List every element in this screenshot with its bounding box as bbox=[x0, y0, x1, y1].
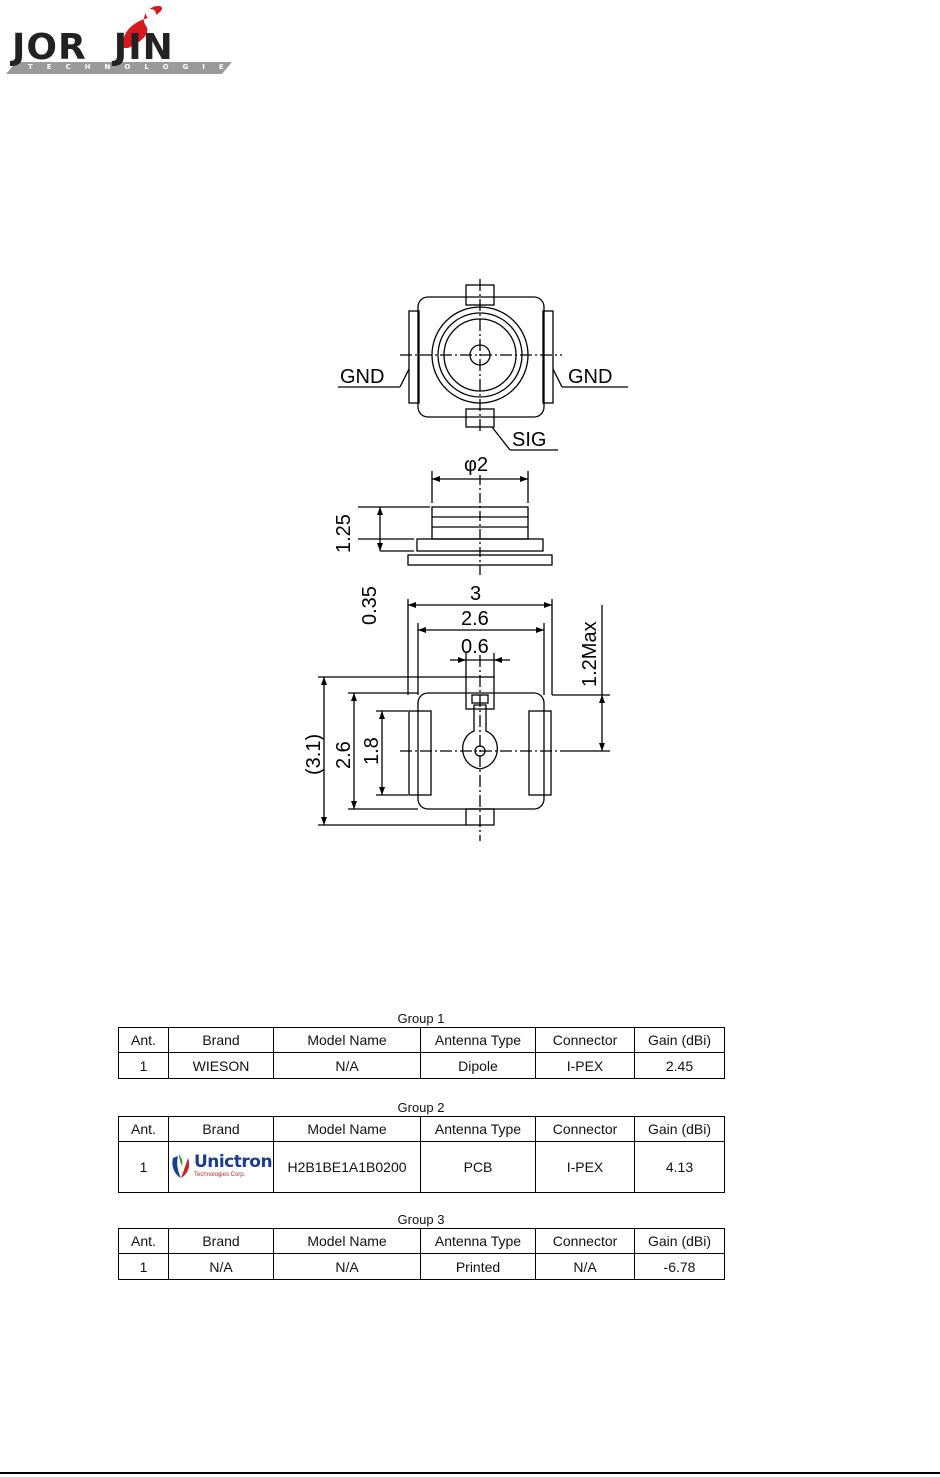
label-depth-outer: (3.1) bbox=[303, 734, 325, 775]
unictron-leaf-icon bbox=[172, 1153, 190, 1178]
header-brand: Brand bbox=[168, 1228, 274, 1254]
label-width-outer: 3 bbox=[470, 583, 481, 605]
label-sig: SIG bbox=[512, 429, 546, 451]
header-model-name: Model Name bbox=[273, 1116, 421, 1142]
gnd-pad-right bbox=[542, 310, 554, 404]
header-model-name: Model Name bbox=[273, 1027, 421, 1053]
cell-gain: 2.45 bbox=[634, 1052, 725, 1079]
cell-antenna-type: PCB bbox=[420, 1141, 536, 1193]
unictron-subtitle: Technologies Corp. bbox=[193, 1171, 246, 1178]
header-antenna-type: Antenna Type bbox=[420, 1027, 536, 1053]
logo-wordmark: JOR JIN bbox=[12, 30, 174, 66]
label-height-base: 0.35 bbox=[359, 586, 381, 625]
top-view-body bbox=[417, 296, 545, 418]
bottom-gnd-pad-right bbox=[528, 710, 552, 796]
antenna-table: Ant. Brand Model Name Antenna Type Conne… bbox=[118, 1027, 725, 1079]
cell-model-name: N/A bbox=[273, 1052, 421, 1079]
cell-brand: Unictron Technologies Corp. bbox=[168, 1141, 274, 1193]
label-gnd-right: GND bbox=[568, 366, 612, 388]
logo-swirl-icon bbox=[123, 6, 163, 48]
antenna-group-2: Group 2 Ant. Brand Model Name Antenna Ty… bbox=[118, 1099, 725, 1193]
label-gnd-left: GND bbox=[340, 366, 384, 388]
antenna-table: Ant. Brand Model Name Antenna Type Conne… bbox=[118, 1116, 725, 1193]
bottom-gnd-pad-left bbox=[408, 710, 432, 796]
gnd-pad-left bbox=[408, 310, 420, 404]
header-model-name: Model Name bbox=[273, 1228, 421, 1254]
table-row: 1 N/A N/A Printed N/A -6.78 bbox=[118, 1253, 725, 1280]
header-antenna-type: Antenna Type bbox=[420, 1116, 536, 1142]
connector-dimension-drawing: GND GND SIG φ2 3 2.6 0.6 1.25 0.35 1.2Ma… bbox=[303, 279, 628, 841]
antenna-group-1: Group 1 Ant. Brand Model Name Antenna Ty… bbox=[118, 1010, 725, 1079]
label-width-inner: 2.6 bbox=[461, 608, 489, 630]
cell-connector: I-PEX bbox=[535, 1052, 635, 1079]
logo-subtitle: TECHNOLOGIES bbox=[28, 63, 257, 71]
header-ant: Ant. bbox=[118, 1027, 169, 1053]
cell-connector: I-PEX bbox=[535, 1141, 635, 1193]
antenna-group-3: Group 3 Ant. Brand Model Name Antenna Ty… bbox=[118, 1211, 725, 1280]
header-connector: Connector bbox=[535, 1116, 635, 1142]
table-header-row: Ant. Brand Model Name Antenna Type Conne… bbox=[118, 1116, 725, 1142]
header-ant: Ant. bbox=[118, 1228, 169, 1254]
cell-ant: 1 bbox=[118, 1052, 169, 1079]
header-gain: Gain (dBi) bbox=[634, 1027, 725, 1053]
group-title: Group 1 bbox=[397, 1011, 445, 1026]
header-gain: Gain (dBi) bbox=[634, 1116, 725, 1142]
label-height-body: 1.25 bbox=[333, 514, 355, 553]
company-logo: JOR JIN TECHNOLOGIES bbox=[6, 4, 243, 74]
logo-text-right: JIN bbox=[113, 27, 174, 68]
footer-divider bbox=[0, 1472, 940, 1474]
table-row: 1 WIESON N/A Dipole I-PEX 2.45 bbox=[118, 1052, 725, 1079]
header-connector: Connector bbox=[535, 1027, 635, 1053]
cell-ant: 1 bbox=[118, 1141, 169, 1193]
unictron-name: Unictron bbox=[193, 1151, 273, 1172]
group-title: Group 3 bbox=[397, 1212, 445, 1227]
cell-brand: WIESON bbox=[168, 1052, 274, 1079]
table-header-row: Ant. Brand Model Name Antenna Type Conne… bbox=[118, 1027, 725, 1053]
cell-model-name: N/A bbox=[273, 1253, 421, 1280]
cell-gain: 4.13 bbox=[634, 1141, 725, 1193]
cell-model-name: H2B1BE1A1B0200 bbox=[273, 1141, 421, 1193]
cell-antenna-type: Printed bbox=[420, 1253, 536, 1280]
header-connector: Connector bbox=[535, 1228, 635, 1254]
cell-gain: -6.78 bbox=[634, 1253, 725, 1280]
table-row: 1 Unictron Technologies Corp. H2B1BE1A1B… bbox=[118, 1141, 725, 1193]
sig-trace bbox=[462, 704, 498, 770]
label-height-max: 1.2Max bbox=[579, 621, 601, 687]
label-width-pin: 0.6 bbox=[461, 636, 489, 658]
logo-underline-bar bbox=[6, 62, 232, 74]
header-brand: Brand bbox=[168, 1027, 274, 1053]
label-depth-mid: 2.6 bbox=[333, 741, 355, 769]
header-gain: Gain (dBi) bbox=[634, 1228, 725, 1254]
table-header-row: Ant. Brand Model Name Antenna Type Conne… bbox=[118, 1228, 725, 1254]
antenna-table: Ant. Brand Model Name Antenna Type Conne… bbox=[118, 1228, 725, 1280]
group-title: Group 2 bbox=[397, 1100, 445, 1115]
logo-text-left: JOR bbox=[12, 27, 87, 68]
header-ant: Ant. bbox=[118, 1116, 169, 1142]
cell-connector: N/A bbox=[535, 1253, 635, 1280]
unictron-logo: Unictron Technologies Corp. bbox=[170, 1151, 273, 1180]
cell-brand: N/A bbox=[168, 1253, 274, 1280]
header-antenna-type: Antenna Type bbox=[420, 1228, 536, 1254]
header-brand: Brand bbox=[168, 1116, 274, 1142]
cell-ant: 1 bbox=[118, 1253, 169, 1280]
label-depth-inner: 1.8 bbox=[361, 737, 383, 765]
label-diameter: φ2 bbox=[464, 454, 488, 476]
cell-antenna-type: Dipole bbox=[420, 1052, 536, 1079]
